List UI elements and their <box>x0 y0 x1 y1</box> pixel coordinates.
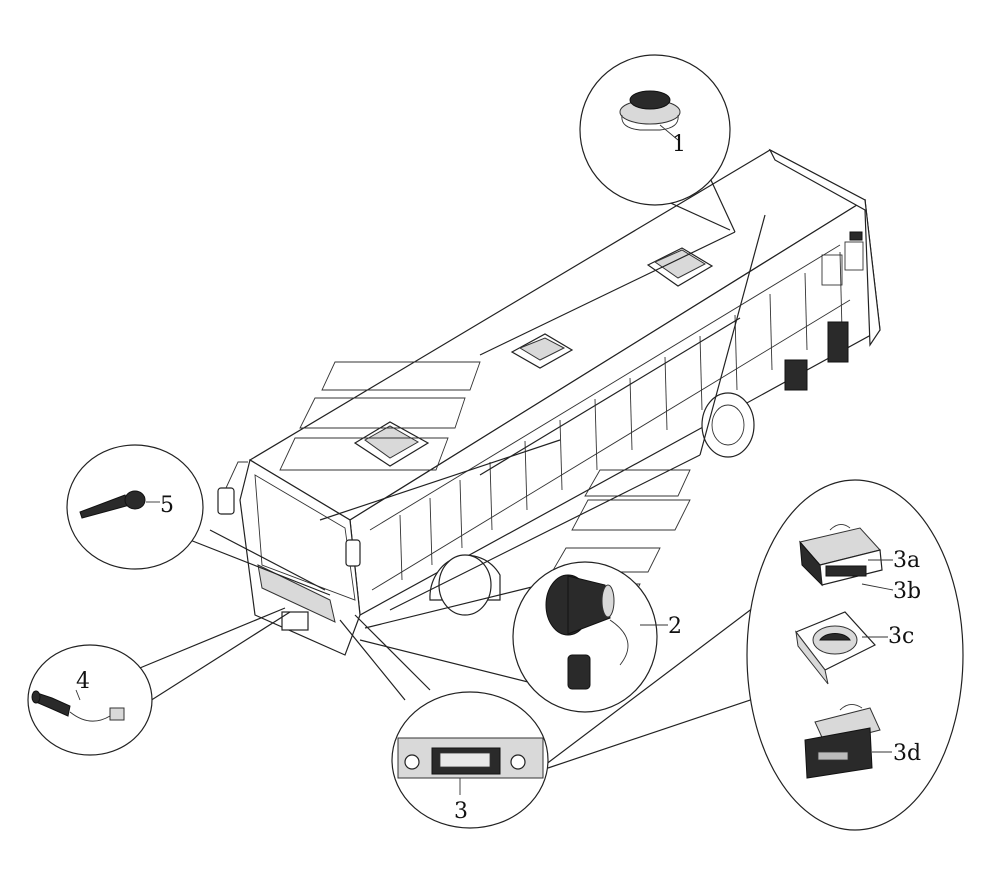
callout-3: 3 <box>391 691 549 829</box>
callout-1: 1 <box>579 54 731 206</box>
horn-loudspeaker-icon <box>545 574 629 690</box>
right-mirror <box>345 539 361 567</box>
callout-label-2: 2 <box>668 614 682 639</box>
rear-vent <box>827 321 849 363</box>
callout-label-3: 3 <box>454 799 468 824</box>
roof-unit-rear <box>646 247 714 287</box>
callout-label-3a: 3a <box>893 548 920 573</box>
connector-cable-icon <box>31 690 125 722</box>
roof-unit-middle <box>510 333 574 369</box>
rear-vent <box>784 359 808 391</box>
callout-label-1: 1 <box>672 132 686 157</box>
callout-label-4: 4 <box>76 669 90 694</box>
rear-wheel <box>701 392 755 458</box>
bus-body <box>217 148 881 656</box>
callout-4: 4 <box>27 644 153 756</box>
cd-player-icon <box>795 611 876 685</box>
roof-unit-front <box>353 421 430 467</box>
callout-label-3c: 3c <box>888 624 914 649</box>
callout-label-3d: 3d <box>893 741 921 766</box>
callout-2: 2 <box>512 561 682 713</box>
roof-speaker-icon <box>619 90 681 131</box>
callout-3-group: 3a 3b 3c 3d <box>746 479 964 831</box>
callout-5: 5 <box>66 444 204 570</box>
callout-label-3b: 3b <box>893 579 921 604</box>
callout-label-5: 5 <box>160 493 174 518</box>
projection-planes <box>279 361 691 613</box>
left-mirror <box>217 487 235 515</box>
microphone-icon <box>79 490 146 519</box>
cassette-player-icon <box>804 704 881 779</box>
leader-lines <box>119 177 791 769</box>
control-panel-icon <box>397 737 544 779</box>
radio-unit-icon <box>799 524 883 587</box>
